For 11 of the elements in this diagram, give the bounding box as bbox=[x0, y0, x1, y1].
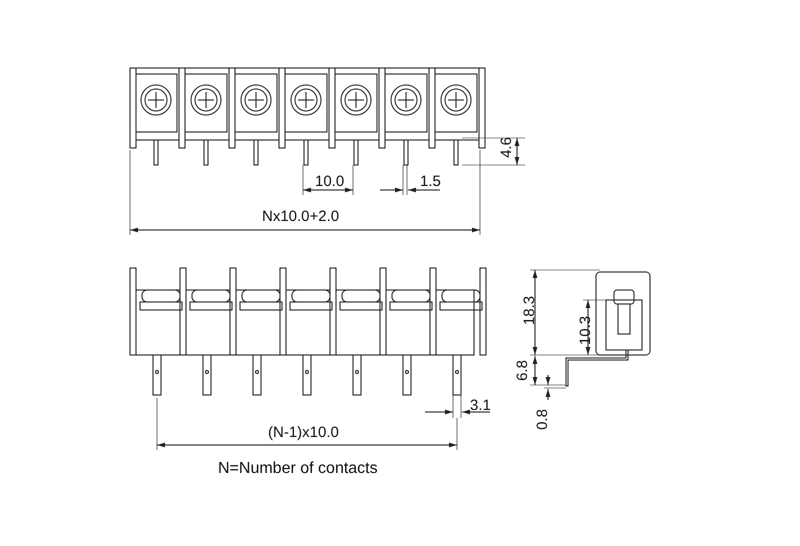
dimension-value: 1.5 bbox=[420, 174, 441, 189]
dimension-value: 10.0 bbox=[315, 174, 344, 189]
dimension-value: 4.6 bbox=[498, 137, 514, 158]
dimension-value: Nx10.0+2.0 bbox=[262, 209, 340, 224]
dimension-value: 3.1 bbox=[470, 398, 491, 413]
dimension-value: 10.3 bbox=[578, 316, 594, 346]
dimension-value: 6.8 bbox=[514, 360, 530, 381]
dimension-value: 18.3 bbox=[522, 296, 538, 326]
dimension-value: (N-1)x10.0 bbox=[268, 425, 339, 440]
note-text: N=Number of contacts bbox=[218, 461, 378, 477]
dimension-value: 0.8 bbox=[534, 409, 550, 430]
